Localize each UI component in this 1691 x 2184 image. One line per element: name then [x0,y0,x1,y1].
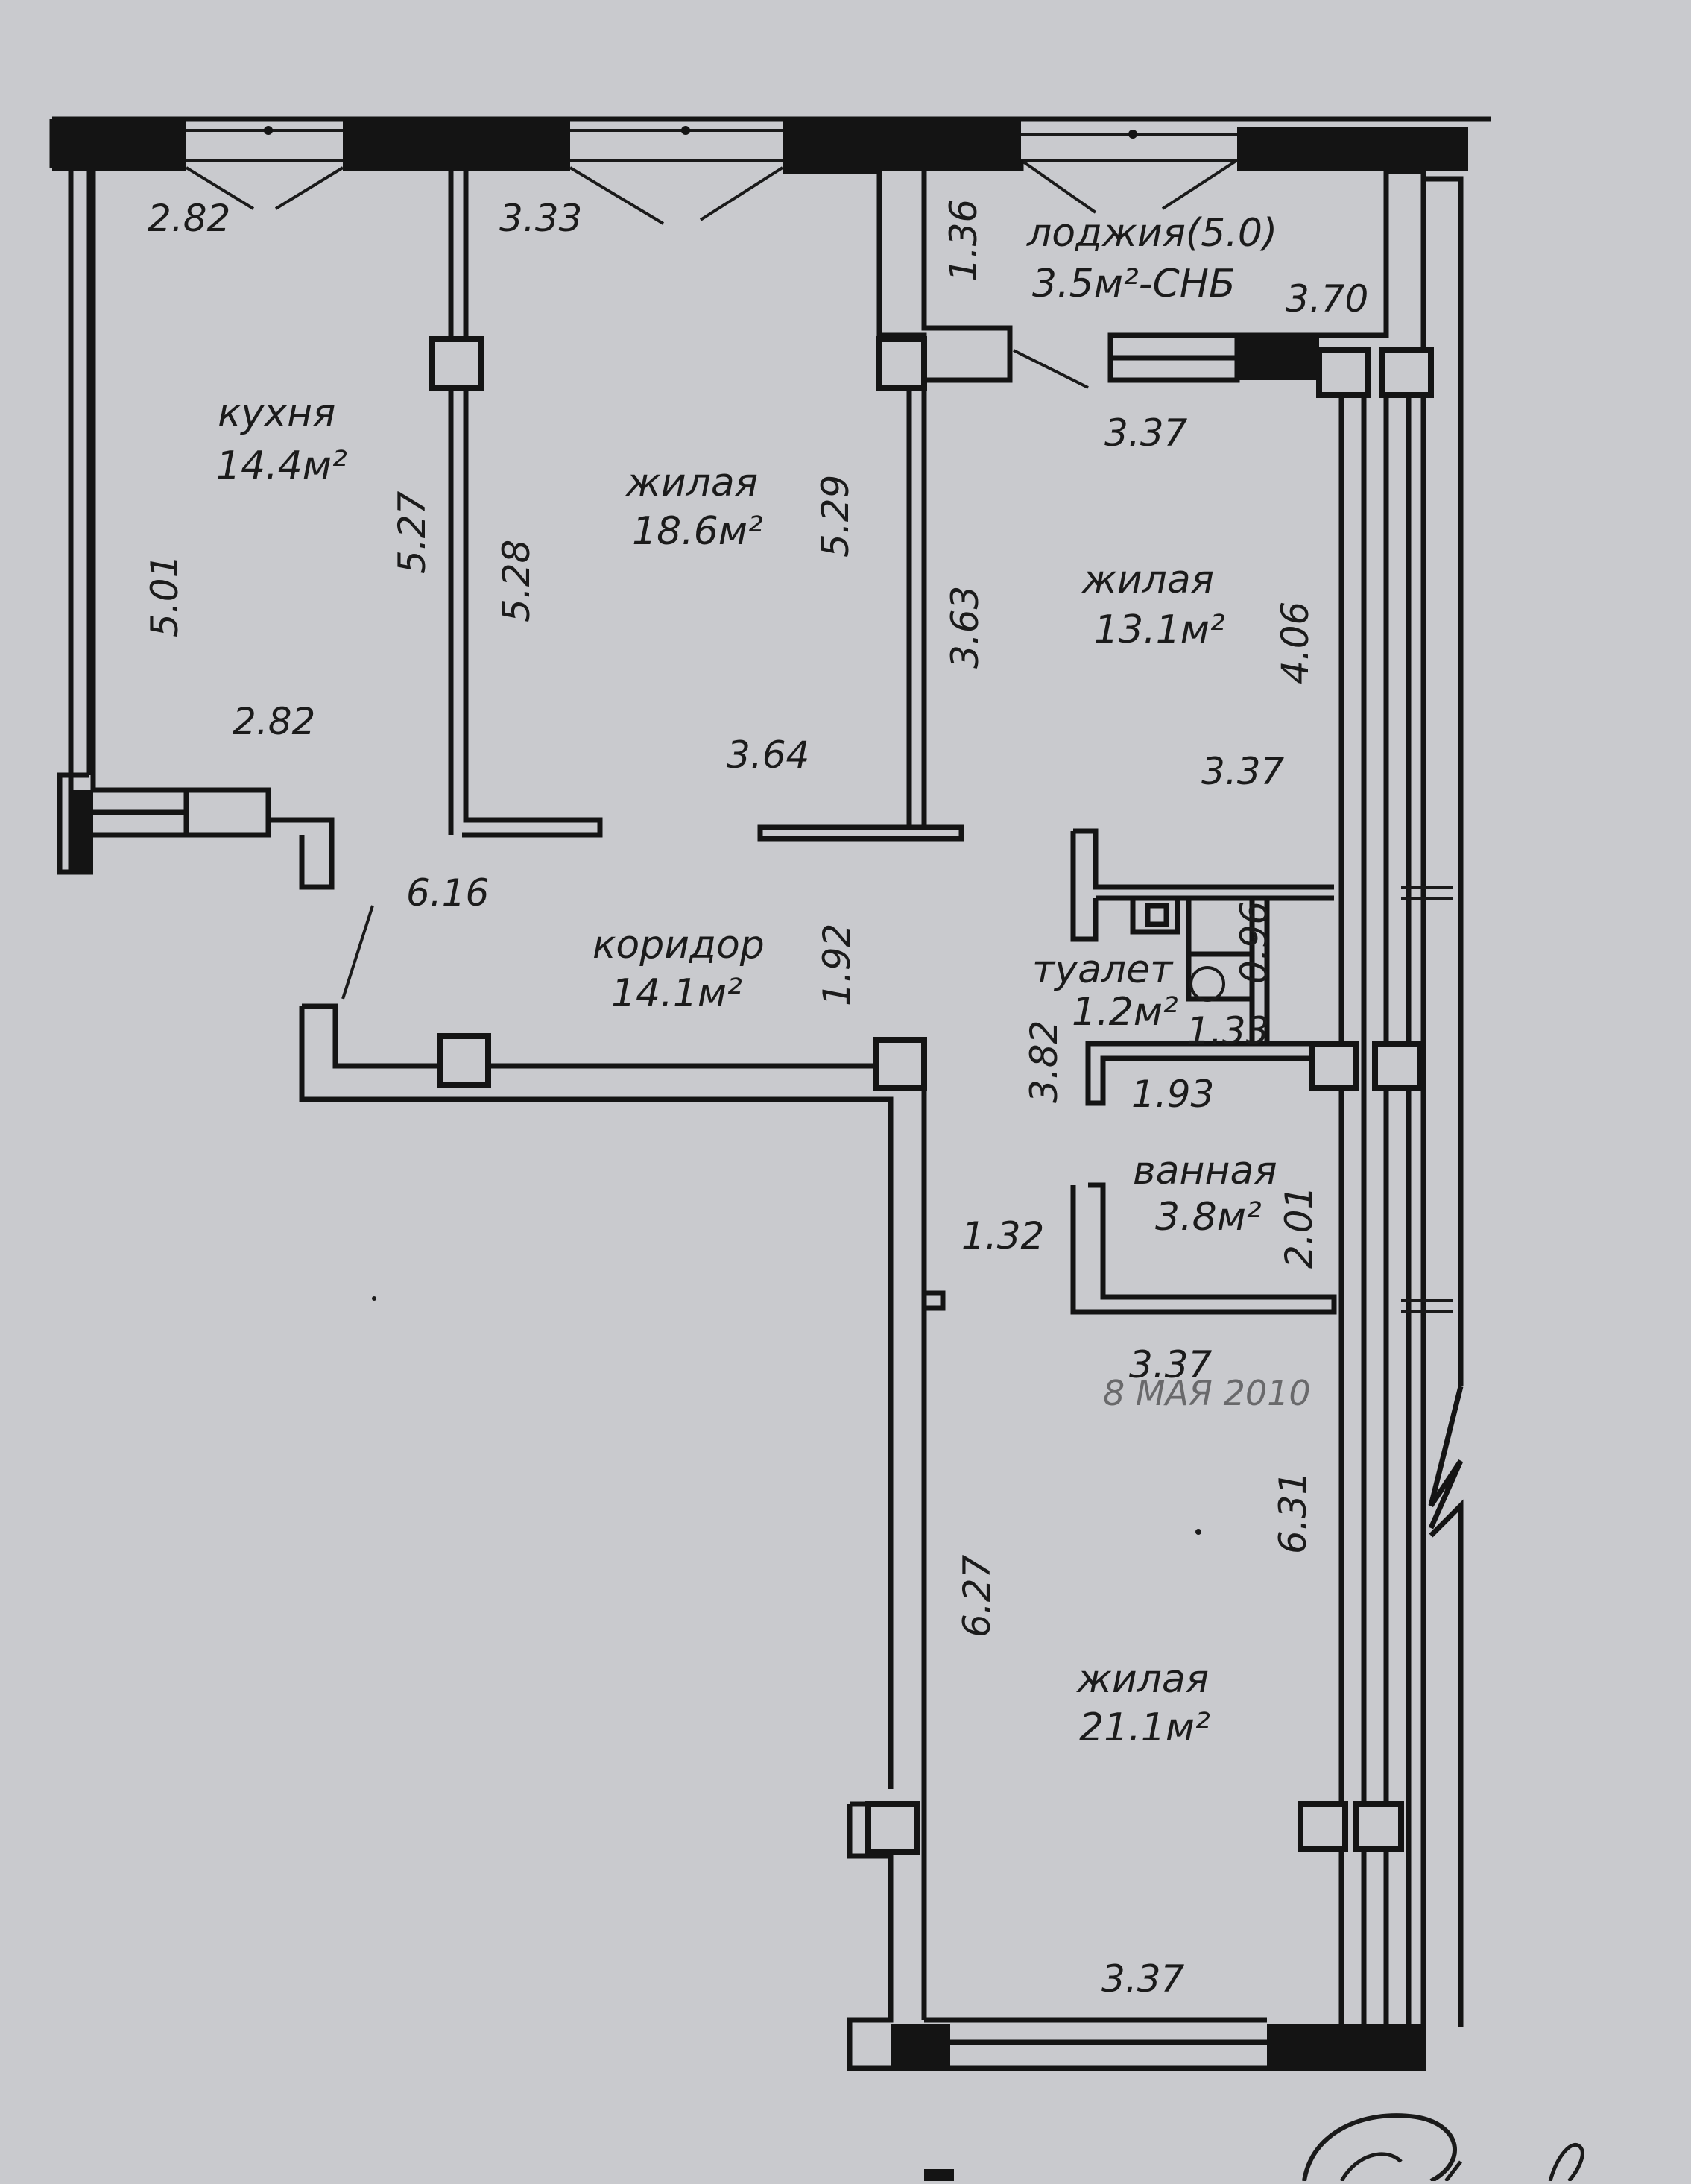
window-swings [185,159,1239,225]
living1-name: жилая [625,461,758,505]
bathroom-area: 3.8м² [1155,1195,1262,1240]
faint-stamp: 8 МАЯ 2010 [1103,1373,1311,1413]
toilet-area: 1.2м² [1072,990,1178,1035]
dim-living3-right: 6.31 [1271,1471,1315,1554]
dim-living3-bottom: 3.37 [1101,1957,1185,2001]
walls [49,116,1491,2071]
dim-bath-top: 1.93 [1131,1073,1214,1116]
dim-toilet-depth: 0.96 [1233,901,1276,984]
living3-name: жилая [1076,1657,1209,1702]
dim-corridor-long: 6.16 [406,871,489,915]
dim-living1-top: 3.33 [499,197,582,240]
dim-kitchen-left: 5.01 [143,555,186,637]
dim-living2-left: 3.63 [944,586,987,669]
room-labels: кухня 14.4м² жилая 18.6м² лоджия(5.0) 3.… [216,211,1277,1750]
dim-loggia-left: 1.36 [942,199,985,282]
dim-corridor-lower: 1.32 [961,1214,1044,1257]
living2-name: жилая [1081,558,1214,602]
dim-bath-side: 2.01 [1277,1186,1321,1269]
dim-living3-top: 3.37 [1129,1343,1213,1386]
dimension-labels: 2.82 2.82 5.01 5.27 3.33 5.28 5.29 3.64 … [143,197,1368,2001]
dim-living2-bottom: 3.37 [1201,750,1285,793]
kitchen-name: кухня [218,391,335,436]
corridor-area: 14.1м² [611,971,742,1016]
top-windows [186,126,1237,162]
edge-mark [924,2169,954,2181]
dim-loggia-right: 3.70 [1286,277,1368,321]
dot-mark [372,1296,376,1301]
living2-area: 13.1м² [1094,607,1225,652]
dim-kitchen-right: 5.27 [391,490,434,574]
dim-corridor-side: 3.82 [1022,1020,1066,1103]
dim-living1-left: 5.28 [495,540,538,622]
dot-mark [1195,1529,1201,1535]
dim-living1-bottom: 3.64 [727,733,809,777]
dim-living1-right: 5.29 [814,475,857,558]
living1-area: 18.6м² [632,509,763,554]
signature-mark [1302,2113,1584,2183]
columns [429,336,1434,1855]
loggia-area: 3.5м²-СНБ [1032,262,1236,306]
living3-area: 21.1м² [1079,1705,1210,1750]
dim-kitchen-bottom: 2.82 [233,700,315,743]
dim-kitchen-top: 2.82 [148,197,230,240]
dim-living3-left: 6.27 [955,1554,999,1638]
dim-living2-top: 3.37 [1104,411,1188,455]
loggia-name: лоджия(5.0) [1026,211,1277,256]
corridor-name: коридор [592,923,765,968]
dim-toilet-width: 1.33 [1186,1009,1269,1052]
dim-corridor-width: 1.92 [815,924,859,1006]
bathroom-name: ванная [1133,1149,1277,1193]
kitchen-area: 14.4м² [216,444,347,488]
dim-living2-right: 4.06 [1274,602,1317,684]
toilet-name: туалет [1032,947,1174,992]
